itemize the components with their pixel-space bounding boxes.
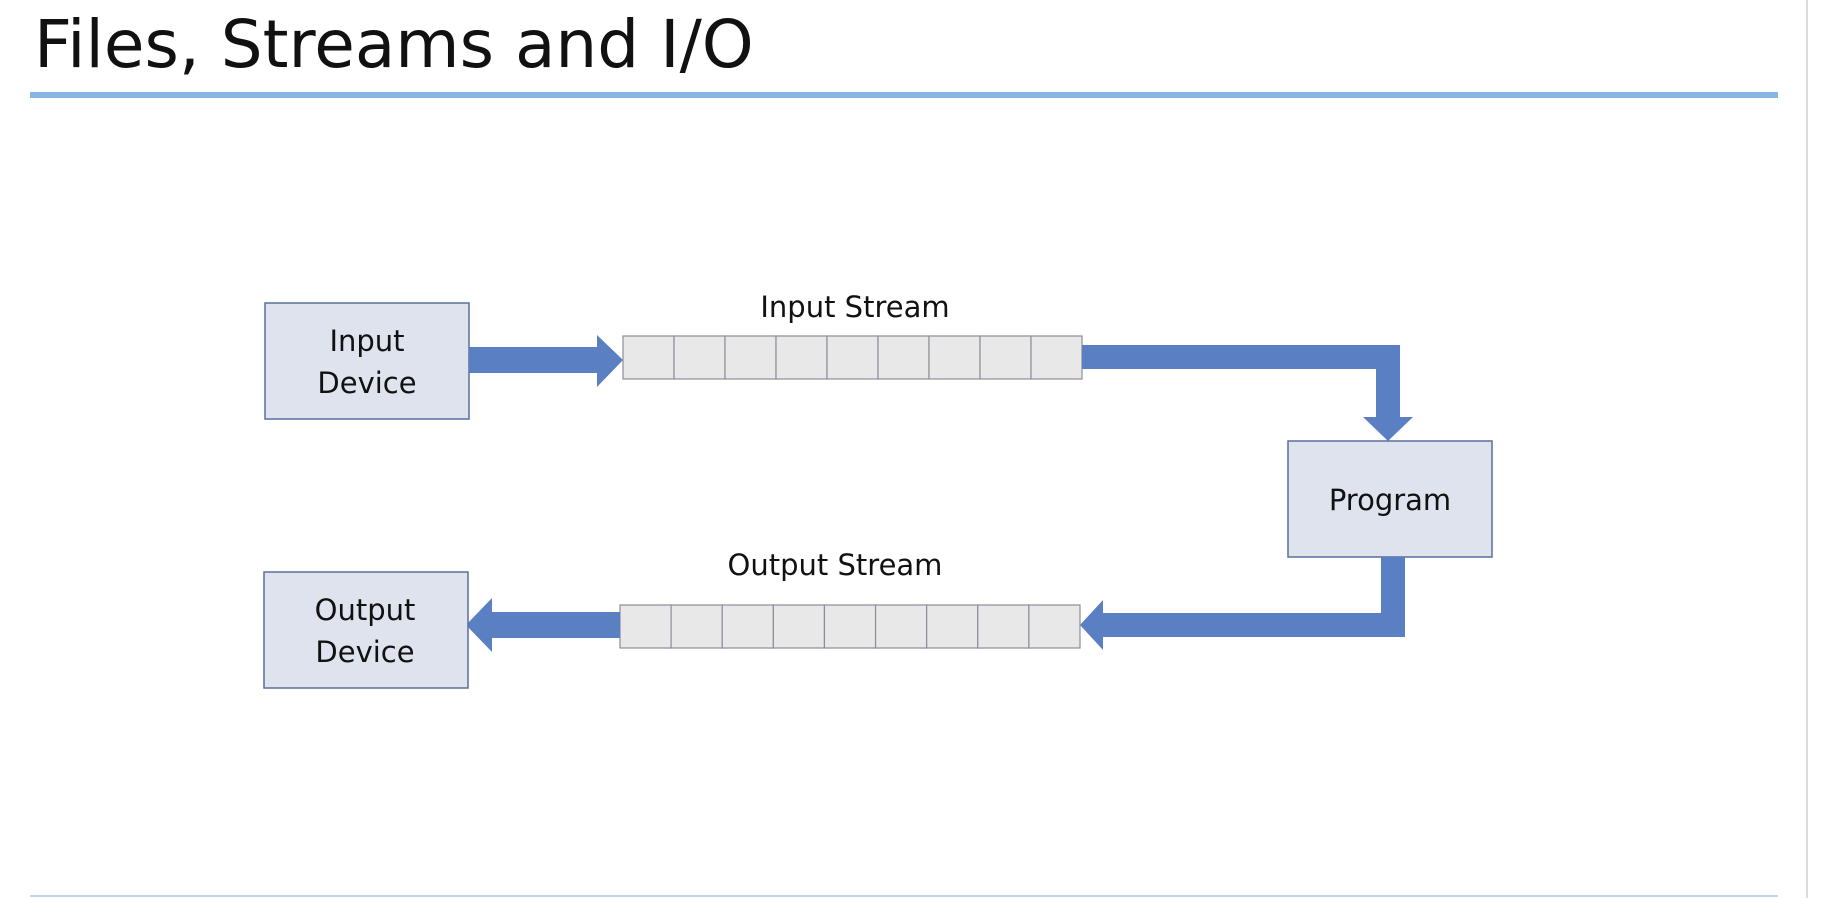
- slide-edge: [1806, 0, 1808, 898]
- output-stream-buffer: [619, 604, 1081, 649]
- stream-cell: [977, 604, 1030, 649]
- stream-cell: [724, 335, 777, 380]
- input-device-node: Input Device: [264, 302, 470, 420]
- program-label: Program: [1329, 483, 1451, 517]
- arrow-program-to-output-stream: [1080, 557, 1405, 650]
- arrow-input-device-to-stream: [469, 335, 623, 387]
- output-device-label-line2: Device: [315, 635, 414, 669]
- stream-cell: [979, 335, 1032, 380]
- stream-cell: [928, 335, 981, 380]
- input-device-box: [264, 302, 470, 420]
- input-stream-buffer: [622, 335, 1083, 380]
- stream-cell: [877, 335, 930, 380]
- input-device-label-line2: Device: [317, 366, 416, 400]
- output-device-box: [263, 571, 469, 689]
- stream-cell: [775, 335, 828, 380]
- input-stream: Input Stream: [622, 290, 1083, 380]
- stream-cell: [826, 335, 879, 380]
- arrow-output-stream-to-device: [466, 598, 620, 652]
- stream-cell: [772, 604, 826, 649]
- arrow-input-stream-to-program: [1082, 345, 1413, 441]
- program-node: Program: [1287, 440, 1493, 558]
- stream-cell: [721, 604, 774, 649]
- slide-title: Files, Streams and I/O: [34, 6, 754, 83]
- output-stream: Output Stream: [619, 548, 1081, 649]
- stream-cell: [619, 604, 672, 649]
- stream-cell: [622, 335, 675, 380]
- stream-cell: [670, 604, 723, 649]
- output-device-label-line1: Output: [315, 593, 416, 627]
- input-stream-label: Input Stream: [760, 290, 949, 324]
- stream-cell: [673, 335, 726, 380]
- footer-rule: [30, 895, 1778, 897]
- title-underline: [30, 92, 1778, 98]
- stream-cell: [926, 604, 979, 649]
- program-box: [1287, 440, 1493, 558]
- input-device-label-line1: Input: [329, 324, 404, 358]
- stream-cell: [1030, 335, 1083, 380]
- output-stream-label: Output Stream: [728, 548, 943, 582]
- stream-cell: [874, 604, 928, 649]
- stream-cell: [823, 604, 877, 649]
- output-device-node: Output Device: [263, 571, 469, 689]
- stream-cell: [1028, 604, 1081, 649]
